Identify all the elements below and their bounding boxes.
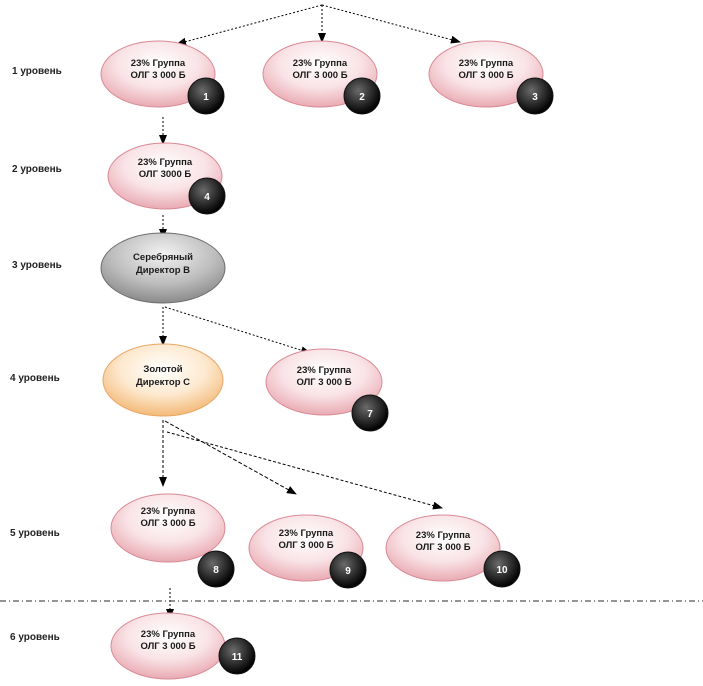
node-n2: 23% Группа ОЛГ 3 000 Б 2	[262, 40, 381, 115]
node-n10: 23% Группа ОЛГ 3 000 Б 10	[385, 514, 521, 588]
node-n11: 23% Группа ОЛГ 3 000 Б 11	[110, 612, 256, 680]
node-silver-line1: Серебряный	[133, 252, 193, 263]
node-n2-badge: 2	[359, 92, 365, 103]
node-n9: 23% Группа ОЛГ 3 000 Б 9	[248, 514, 367, 589]
node-n1-line1: 23% Группа	[131, 58, 186, 69]
node-n7-line2: ОЛГ 3 000 Б	[296, 377, 351, 388]
node-n3: 23% Группа ОЛГ 3 000 Б 3	[428, 40, 554, 115]
arrow-top-to-n3	[321, 4, 461, 44]
node-n4-line2: ОЛГ 3000 Б	[139, 169, 192, 180]
arrow-silver-to-n7	[164, 306, 311, 355]
arrow-gold-to-n9	[164, 420, 297, 495]
node-n3-line1: 23% Группа	[459, 58, 514, 69]
node-n2-line1: 23% Группа	[293, 58, 348, 69]
node-gold-line1: Золотой	[143, 364, 182, 375]
arrow-gold-to-n10	[166, 431, 443, 510]
node-n10-line2: ОЛГ 3 000 Б	[415, 542, 470, 553]
node-gold-director: Золотой Директор С	[102, 343, 224, 417]
node-n3-badge: 3	[532, 92, 538, 103]
node-n11-badge: 11	[232, 652, 243, 663]
node-silver-director: Серебряный Директор В	[100, 232, 226, 304]
node-n1: 23% Группа ОЛГ 3 000 Б 1	[100, 40, 225, 115]
node-n9-line1: 23% Группа	[279, 528, 334, 539]
node-n8-line1: 23% Группа	[141, 506, 196, 517]
arrow-top-to-n1	[176, 4, 323, 46]
level-label-5: 5 уровень	[10, 528, 60, 539]
node-n10-badge: 10	[496, 565, 508, 576]
level-label-2: 2 уровень	[12, 164, 62, 175]
node-n11-line2: ОЛГ 3 000 Б	[140, 641, 195, 652]
node-silver-line2: Директор В	[136, 265, 190, 276]
node-n7: 23% Группа ОЛГ 3 000 Б 7	[265, 348, 389, 432]
node-n2-line2: ОЛГ 3 000 Б	[292, 70, 347, 81]
node-n1-badge: 1	[203, 92, 209, 103]
node-n7-badge: 7	[367, 409, 373, 420]
node-n10-line1: 23% Группа	[416, 530, 471, 541]
node-n9-badge: 9	[345, 566, 351, 577]
node-n8: 23% Группа ОЛГ 3 000 Б 8	[110, 493, 235, 588]
node-n1-line2: ОЛГ 3 000 Б	[130, 70, 185, 81]
level-label-4: 4 уровень	[10, 373, 60, 384]
node-n8-line2: ОЛГ 3 000 Б	[140, 518, 195, 529]
level-label-6: 6 уровень	[10, 632, 60, 643]
level-label-3: 3 уровень	[12, 260, 62, 271]
node-n9-line2: ОЛГ 3 000 Б	[278, 540, 333, 551]
node-n4-badge: 4	[204, 192, 210, 203]
level-label-1: 1 уровень	[12, 66, 62, 77]
node-gold-line2: Директор С	[136, 377, 190, 388]
node-n4-line1: 23% Группа	[138, 157, 193, 168]
node-n7-line1: 23% Группа	[297, 365, 352, 376]
node-n3-line2: ОЛГ 3 000 Б	[458, 70, 513, 81]
node-n11-line1: 23% Группа	[141, 629, 196, 640]
node-n8-badge: 8	[213, 565, 219, 576]
node-n4: 23% Группа ОЛГ 3000 Б 4	[107, 142, 226, 215]
